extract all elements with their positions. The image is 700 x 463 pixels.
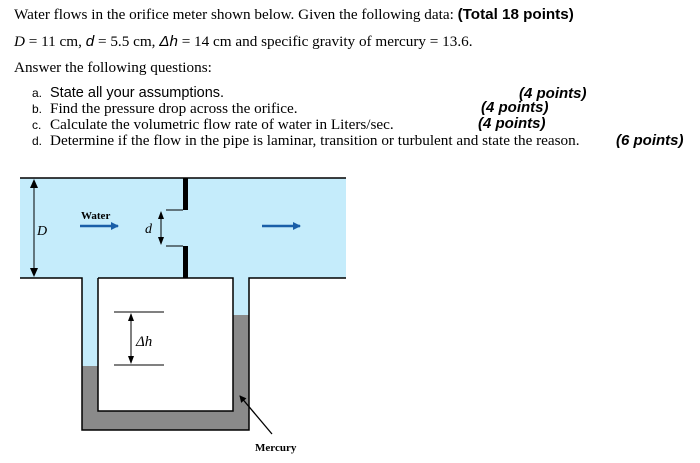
d-value: = 5.5 cm,: [94, 33, 160, 50]
mercury-left-leg: [82, 366, 98, 418]
D-symbol: D: [14, 33, 25, 50]
d-symbol: d: [85, 33, 95, 50]
orifice-plate-bottom: [183, 246, 188, 278]
question-text: Find the pressure drop across the orific…: [50, 100, 298, 117]
problem-intro: Water flows in the orifice meter shown b…: [14, 6, 454, 23]
dh-symbol: Δh: [159, 33, 178, 50]
question-b-points: (4 points): [481, 99, 549, 116]
problem-intro-line: Water flows in the orifice meter shown b…: [14, 6, 574, 24]
mercury-bottom: [82, 411, 249, 430]
question-letter: b.: [32, 102, 43, 116]
water-label: Water: [81, 210, 110, 222]
mercury-label: Mercury: [255, 442, 297, 454]
question-a-points: (4 points): [519, 85, 587, 102]
question-letter: d.: [32, 134, 43, 148]
mercury-right-leg: [233, 315, 249, 418]
question-d-points: (6 points): [616, 132, 684, 149]
given-data-line: D = 11 cm, d = 5.5 cm, Δh = 14 cm and sp…: [14, 33, 473, 51]
manometer-right-leg-water: [233, 278, 249, 315]
D-value: = 11 cm,: [24, 33, 86, 50]
pipe-bottom-wall: [20, 277, 346, 431]
question-text: State all your assumptions.: [50, 85, 225, 101]
question-b: b. Find the pressure drop across the orif…: [32, 100, 298, 118]
dh-label: Δh: [135, 334, 152, 350]
question-d: d. Determine if the flow in the pipe is l…: [32, 132, 580, 150]
answer-prompt: Answer the following questions:: [14, 59, 212, 76]
orifice-plate-top: [183, 178, 188, 210]
question-text: Determine if the flow in the pipe is lam…: [50, 132, 580, 149]
question-a: a. State all your assumptions.: [32, 84, 224, 102]
question-c-points: (4 points): [478, 115, 546, 132]
D-label: D: [36, 224, 47, 239]
total-points: (Total 18 points): [457, 6, 574, 23]
question-letter: a.: [32, 86, 43, 100]
question-letter: c.: [32, 118, 42, 132]
manometer-inner-wall: [97, 277, 234, 412]
question-c: c. Calculate the volumetric flow rate of …: [32, 116, 394, 134]
dh-value: = 14 cm and specific gravity of mercury …: [177, 33, 473, 50]
question-text: Calculate the volumetric flow rate of wa…: [50, 116, 394, 133]
d-label: d: [145, 222, 153, 237]
manometer-left-leg-water: [82, 278, 98, 366]
mercury-pointer: [239, 395, 273, 435]
